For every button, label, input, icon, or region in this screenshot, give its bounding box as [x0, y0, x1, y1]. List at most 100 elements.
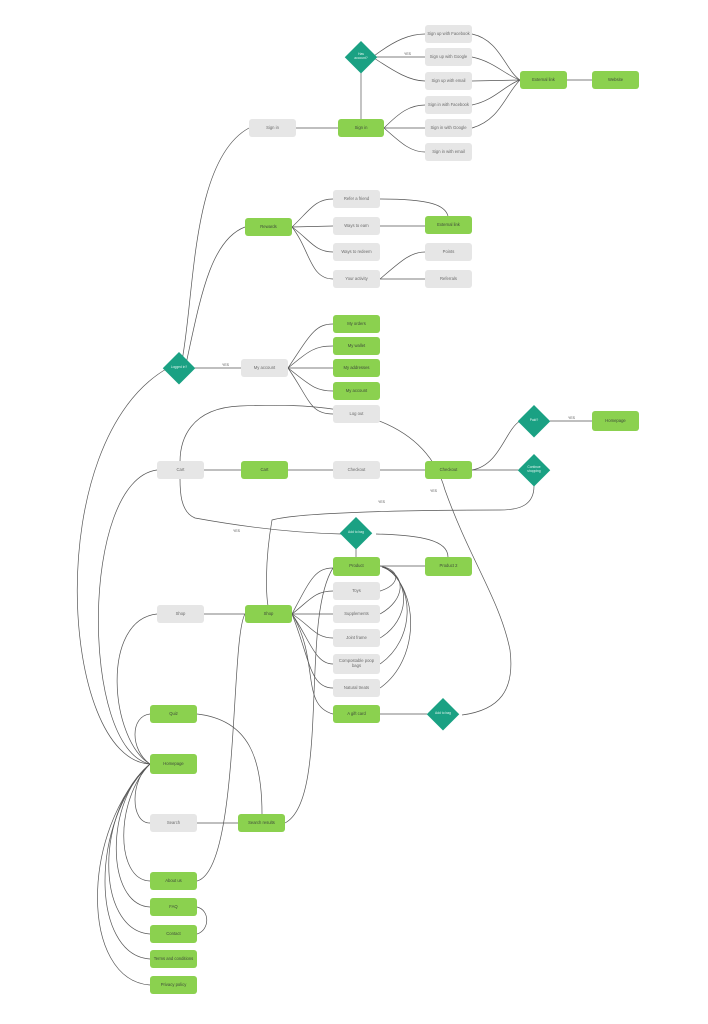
- node-shop-green[interactable]: Shop: [245, 605, 292, 623]
- node-privacy[interactable]: Privacy policy: [150, 976, 197, 994]
- connector: [291, 613, 334, 665]
- node-cart-green[interactable]: Cart: [241, 461, 288, 479]
- connector: [379, 566, 404, 639]
- node-quiz[interactable]: Quiz: [150, 705, 197, 723]
- connector: [287, 367, 334, 415]
- node-sign-in-green[interactable]: Sign in: [338, 119, 384, 137]
- connector: [471, 56, 521, 81]
- node-supplements[interactable]: Supplements: [333, 605, 380, 623]
- connector: [291, 225, 334, 228]
- node-log-out[interactable]: Log out: [333, 405, 380, 423]
- connector: [375, 533, 449, 558]
- node-toys[interactable]: Toys: [333, 582, 380, 600]
- node-search[interactable]: Search: [150, 814, 197, 832]
- node-contact[interactable]: Contact: [150, 925, 197, 943]
- node-my-orders[interactable]: My orders: [333, 315, 380, 333]
- node-sign-in-facebook[interactable]: Sign in with Facebook: [425, 96, 472, 114]
- node-shop[interactable]: Shop: [157, 605, 204, 623]
- node-points[interactable]: Points: [425, 243, 472, 261]
- node-product-2[interactable]: Product 2: [425, 557, 472, 576]
- connector: [383, 127, 426, 153]
- node-natural-treats[interactable]: Natural treats: [333, 679, 380, 697]
- connector: [471, 33, 521, 81]
- node-sign-up-email[interactable]: Sign up with email: [425, 72, 472, 90]
- connector: [266, 485, 535, 615]
- node-homepage-right[interactable]: Homepage: [592, 411, 639, 431]
- connector: [291, 613, 334, 689]
- node-gift-card[interactable]: A gift card: [333, 705, 380, 723]
- decision-add-to-bag[interactable]: Add to bag: [340, 517, 372, 549]
- node-terms[interactable]: Terms and conditions: [150, 950, 197, 968]
- edge-label-yes: YES: [430, 489, 438, 493]
- connector: [471, 79, 521, 106]
- decision-label: Add to bag: [348, 530, 364, 535]
- connector: [284, 567, 334, 824]
- node-cart[interactable]: Cart: [157, 461, 204, 479]
- connector: [379, 566, 401, 615]
- connector: [291, 226, 334, 280]
- edge-labels: YES YES YES YES YES YES: [222, 52, 576, 533]
- node-refer-friend[interactable]: Refer a friend: [333, 190, 380, 208]
- connector: [98, 469, 158, 765]
- node-my-addresses[interactable]: My addresses: [333, 359, 380, 377]
- node-ways-redeem[interactable]: Ways to redeem: [333, 243, 380, 261]
- decision-logged-in[interactable]: Logged in?: [163, 352, 195, 384]
- connector: [287, 345, 334, 369]
- node-your-activity[interactable]: Your activity: [333, 270, 380, 288]
- node-rewards[interactable]: Rewards: [245, 218, 292, 236]
- node-checkout-green[interactable]: Checkout: [425, 461, 472, 479]
- node-my-wallet[interactable]: My wallet: [333, 337, 380, 355]
- connector: [179, 477, 342, 535]
- node-website[interactable]: Website: [592, 71, 639, 89]
- connector: [104, 763, 151, 960]
- node-my-account-green[interactable]: My account: [333, 382, 380, 400]
- node-joint-frame[interactable]: Joint frame: [333, 629, 380, 647]
- connector: [196, 713, 263, 815]
- node-ways-earn[interactable]: Ways to earn: [333, 217, 380, 235]
- connector: [373, 33, 426, 57]
- node-faq[interactable]: FAQ: [150, 898, 197, 916]
- decision-add-to-bag-gift[interactable]: Add to bag: [427, 698, 459, 730]
- node-about-us[interactable]: About us: [150, 872, 197, 890]
- node-external-link-mid[interactable]: External link: [425, 216, 472, 234]
- connector: [379, 198, 449, 217]
- connector: [196, 906, 208, 935]
- connector: [196, 613, 246, 882]
- connector: [379, 566, 411, 689]
- connector: [116, 613, 158, 765]
- connector: [471, 79, 521, 129]
- connector: [291, 590, 334, 615]
- node-sign-up-facebook[interactable]: Sign up with Facebook: [425, 25, 472, 43]
- edge-label-yes: YES: [378, 500, 386, 504]
- node-referrals[interactable]: Referrals: [425, 270, 472, 288]
- decision-paid[interactable]: Paid?: [518, 405, 550, 437]
- connector: [179, 404, 512, 716]
- node-poop-bags[interactable]: Compostable poop bags: [333, 654, 380, 674]
- node-sign-in[interactable]: Sign in: [249, 119, 296, 137]
- decision-label: Logged in?: [170, 365, 188, 370]
- connector: [383, 104, 426, 129]
- edge-label-yes: YES: [233, 529, 241, 533]
- connector: [291, 226, 334, 253]
- node-sign-in-google[interactable]: Sign in with Google: [425, 119, 472, 137]
- decision-continue-shopping[interactable]: Continue shopping: [518, 454, 550, 486]
- decision-label: Add to bag: [435, 711, 451, 716]
- connector: [379, 566, 408, 665]
- decision-has-account[interactable]: Has account?: [345, 41, 377, 73]
- connector: [291, 613, 334, 639]
- node-external-link-top[interactable]: External link: [520, 71, 567, 89]
- decision-label: Paid?: [529, 418, 539, 423]
- node-product[interactable]: Product: [333, 557, 380, 576]
- connector-lines: [76, 33, 592, 986]
- connector: [185, 226, 246, 365]
- edge-label-yes: YES: [404, 52, 412, 56]
- node-sign-up-google[interactable]: Sign up with Google: [425, 48, 472, 66]
- node-search-results[interactable]: Search results: [238, 814, 285, 832]
- node-my-account[interactable]: My account: [241, 359, 288, 377]
- node-homepage[interactable]: Homepage: [150, 754, 197, 774]
- connector: [287, 323, 334, 369]
- node-sign-in-email[interactable]: Sign in with email: [425, 143, 472, 161]
- decision-label: Continue shopping: [527, 465, 541, 473]
- edge-label-yes: YES: [222, 363, 230, 367]
- node-checkout[interactable]: Checkout: [333, 461, 380, 479]
